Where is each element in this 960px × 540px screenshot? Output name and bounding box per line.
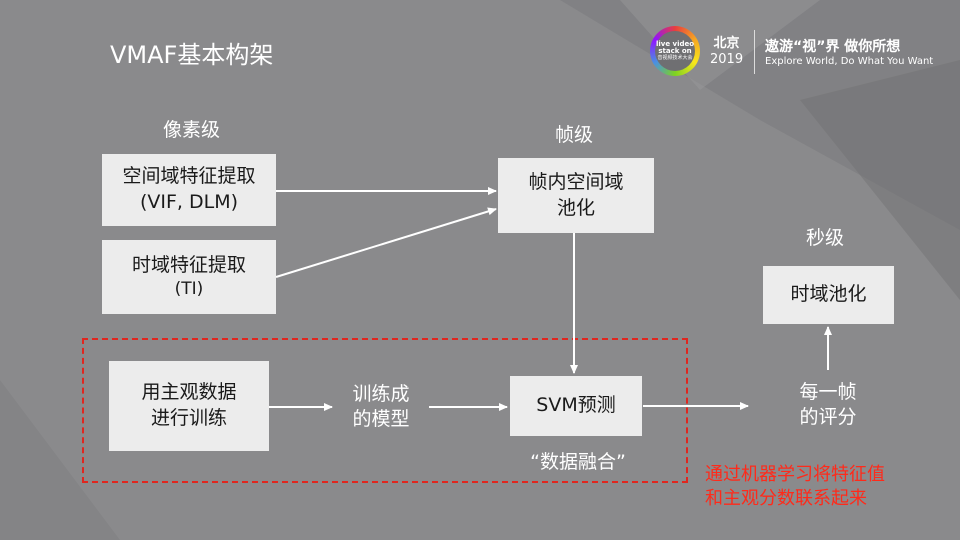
temporal-feature-box: 时域特征提取 (TI) bbox=[102, 240, 276, 314]
training-line1: 用主观数据 bbox=[141, 381, 237, 404]
temporal-feature-label: 时域特征提取 bbox=[131, 253, 246, 276]
data-fusion-label: “数据融合” bbox=[530, 451, 626, 473]
logo-badge-line3: 音视频技术大会 bbox=[657, 54, 693, 61]
slide-title: VMAF基本构架 bbox=[110, 41, 274, 69]
frame-score-line2: 的评分 bbox=[799, 405, 857, 428]
intra-frame-pool-box: 帧内空间域 池化 bbox=[498, 158, 654, 233]
trained-model-line2: 的模型 bbox=[352, 407, 410, 430]
temporal-pool-box: 时域池化 bbox=[763, 266, 894, 324]
frame-score-label: 每一帧 的评分 bbox=[772, 380, 884, 429]
ml-note-line2: 和主观分数联系起来 bbox=[705, 488, 867, 510]
level-pixel: 像素级 bbox=[163, 119, 221, 141]
svm-predict-box: SVM预测 bbox=[510, 376, 642, 436]
spatial-feature-sub: (VIF, DLM) bbox=[139, 191, 239, 213]
logo-year: 2019 bbox=[710, 52, 744, 68]
trained-model-label: 训练成 的模型 bbox=[333, 382, 429, 431]
logo-badge-line1: live video bbox=[655, 39, 695, 48]
spatial-feature-label: 空间域特征提取 bbox=[122, 165, 256, 188]
spatial-feature-box: 空间域特征提取 (VIF, DLM) bbox=[102, 154, 276, 226]
logo-badge-line2: stack on bbox=[658, 47, 692, 56]
svm-predict-label: SVM预测 bbox=[536, 394, 616, 417]
logo-city-year: 北京 2019 bbox=[710, 36, 743, 69]
level-second: 秒级 bbox=[806, 227, 845, 249]
ml-note: 通过机器学习将特征值 和主观分数联系起来 bbox=[705, 463, 885, 512]
temporal-feature-sub: (TI) bbox=[174, 279, 204, 300]
logo-divider bbox=[754, 30, 755, 74]
ml-note-line1: 通过机器学习将特征值 bbox=[705, 464, 885, 485]
logo-badge: live video stack on 音视频技术大会 bbox=[650, 26, 700, 76]
training-line2: 进行训练 bbox=[150, 407, 227, 429]
ml-region-outline bbox=[82, 338, 688, 483]
logo-city: 北京 bbox=[713, 36, 740, 51]
training-box: 用主观数据 进行训练 bbox=[109, 361, 269, 451]
frame-score-line1: 每一帧 bbox=[799, 381, 857, 403]
temporal-pool-label: 时域池化 bbox=[790, 283, 867, 306]
logo-slogan-cn: 遨游“视”界 做你所想 bbox=[765, 39, 901, 55]
event-logo: live video stack on 音视频技术大会 北京 2019 遨游“视… bbox=[650, 26, 940, 82]
intra-frame-pool-line1: 帧内空间域 bbox=[528, 170, 624, 193]
logo-slogan-en: Explore World, Do What You Want bbox=[765, 56, 934, 67]
level-frame: 帧级 bbox=[555, 124, 594, 146]
trained-model-line1: 训练成 bbox=[352, 383, 410, 405]
intra-frame-pool-line2: 池化 bbox=[556, 196, 595, 219]
